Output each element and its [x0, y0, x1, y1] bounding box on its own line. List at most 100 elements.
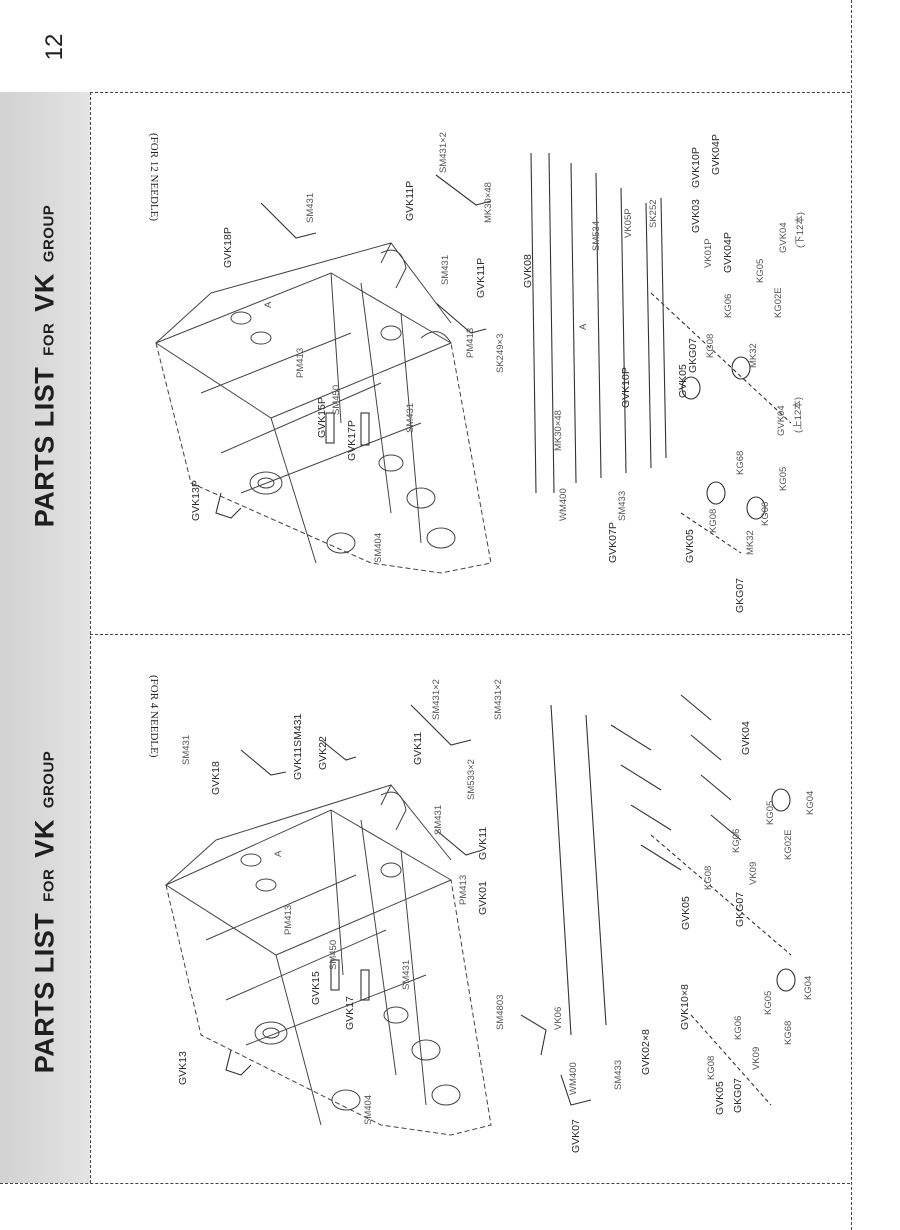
part-gvk18p: [260, 202, 317, 239]
part-gvk04p-bar: [530, 152, 537, 494]
cut-line-middle: [90, 634, 850, 635]
label-a-mark: A: [273, 850, 284, 857]
label-sm431-c: SM431: [405, 403, 416, 433]
label-sm431-c: SM431: [401, 960, 412, 990]
label-gvk11-b: GVK11: [477, 827, 489, 860]
label-gvk22: GVK22: [317, 736, 329, 770]
label-gkg07-b: GKG07: [734, 578, 746, 613]
housing-block-drawing: [164, 784, 492, 1136]
label-kg05-b: KG05: [763, 991, 774, 1015]
label-sk249x3: SK249×3: [495, 334, 506, 373]
label-gvk11-a: GVK11: [412, 732, 424, 765]
part-gvk03-bar: [570, 162, 577, 484]
label-gvk02x8: GVK02×8: [640, 1029, 652, 1075]
housing-block-drawing: [154, 242, 492, 574]
label-sm431-b: SM431: [440, 255, 451, 285]
label-gvk05-a: GVK05: [677, 364, 689, 398]
label-sm433: SM433: [613, 1060, 624, 1090]
label-sm534: SM534: [591, 221, 602, 251]
label-sm450: SM450: [328, 940, 339, 970]
label-sm431-a: SM431: [305, 193, 316, 223]
caption-12-needle: (FOR 12 NEEDLE): [148, 133, 160, 221]
parts-diagram-12-needle: (FOR 12 NEEDLE) GVK18P SM431 GVK11P SM43…: [148, 132, 806, 613]
label-gvk10p-b: GVK10P: [620, 367, 632, 408]
part-gvk01-edge: [585, 714, 607, 1026]
label-gvk13: GVK13: [177, 1051, 189, 1085]
section-title-band-12-needle: PARTS LIST FOR VK GROUP: [0, 92, 90, 634]
label-gvk10x8: GVK10×8: [679, 984, 691, 1030]
part-gvk13p: [215, 492, 242, 519]
label-kg04-a: KG04: [805, 791, 816, 815]
label-sm404: SM404: [373, 533, 384, 563]
title-group: GROUP: [40, 750, 58, 808]
label-mk30x48-b: MK30×48: [553, 410, 564, 451]
title-group-code: VK: [29, 273, 60, 312]
exploded-diagram-12-needle: (FOR 12 NEEDLE) GVK18P SM431 GVK11P SM43…: [91, 93, 851, 634]
part-gvk08-bar: [595, 172, 602, 479]
part-gvk13: [225, 1049, 252, 1076]
label-gkg07-b: GKG07: [732, 1078, 744, 1113]
label-pm413-a: PM413: [465, 328, 476, 358]
label-gvk17p: GVK17P: [346, 420, 358, 461]
label-vk09-a: VK09: [748, 862, 759, 885]
part-gvk11p-upper: [435, 174, 492, 206]
exploded-diagram-4-needle: (FOR 4 NEEDLE) SM431 GVK18 GVK11SM431 GV…: [91, 635, 851, 1183]
label-sm404: SM404: [363, 1095, 374, 1125]
label-kg02e: KG02E: [783, 829, 794, 860]
label-sm4803: SM4803: [495, 995, 506, 1030]
label-kg02e: KG02E: [773, 287, 784, 318]
label-kg08-b: KG08: [706, 1056, 717, 1080]
part-labels-4-needle: SM431 GVK18 GVK11SM431 GVK22 GVK11 SM431…: [177, 679, 816, 1153]
part-gvk17: [360, 969, 370, 1001]
label-sm431x2-a: SM431×2: [431, 679, 442, 720]
part-gvk10p-lower-bar: [660, 197, 667, 459]
label-mk30x48-a: MK30×48: [483, 182, 494, 223]
label-gvk07: GVK07: [570, 1119, 582, 1153]
title-group: GROUP: [40, 204, 58, 263]
parts-diagram-4-needle: (FOR 4 NEEDLE) SM431 GVK18 GVK11SM431 GV…: [148, 675, 816, 1153]
cut-line-left: [90, 92, 91, 1183]
label-sm431-a: SM431: [181, 735, 192, 765]
label-kg05-b: KG05: [778, 467, 789, 491]
label-gvk04p-b: GVK04P: [722, 232, 734, 273]
label-mk32-b: MK32: [745, 530, 756, 555]
label-gkg07-a: GKG07: [687, 338, 699, 373]
part-kg04-upper: [681, 376, 701, 400]
part-gvk07: [560, 1074, 592, 1106]
label-a-mark-b: A: [578, 323, 589, 330]
label-sm433: SM433: [617, 491, 628, 521]
label-gvk04: GVK04: [778, 222, 789, 253]
parts-drawing-4-needle: [225, 694, 796, 1106]
label-wm400: WM400: [558, 488, 569, 521]
part-gvk10-holders: [680, 694, 742, 841]
label-gvk18p: GVK18P: [222, 227, 234, 268]
label-sm431x2: SM431×2: [438, 132, 449, 173]
label-vk01p: VK01P: [703, 238, 714, 268]
part-gvk11-upper: [320, 739, 357, 761]
title-for: FOR: [40, 868, 58, 902]
caption-4-needle: (FOR 4 NEEDLE): [148, 675, 160, 758]
part-gvk22: [410, 704, 472, 746]
part-gvk15: [330, 959, 340, 991]
title-main: PARTS LIST: [29, 366, 60, 528]
part-gvk11p-lower: [435, 302, 487, 334]
title-main: PARTS LIST: [29, 912, 60, 1073]
label-vk09-b: VK09: [751, 1047, 762, 1070]
part-gvk15p: [325, 412, 335, 444]
label-kg06-b: KG06: [760, 502, 771, 526]
label-kg05-a: KG05: [765, 801, 776, 825]
label-kg08-a: KG08: [703, 866, 714, 890]
label-gvk15p: GVK15P: [316, 397, 328, 438]
label-sm431-b: SM431: [433, 805, 444, 835]
part-gvk17p: [360, 412, 370, 446]
label-sk252: SK252: [648, 199, 659, 228]
part-kg05-b: [746, 496, 766, 520]
part-vk06: [520, 1014, 547, 1056]
label-gvk10p-a: GVK10P: [690, 147, 702, 188]
label-vk06: VK06: [553, 1007, 564, 1030]
label-kg68: KG68: [783, 1021, 794, 1045]
label-gvk15: GVK15: [310, 971, 322, 1005]
label-kg06-a: KG06: [723, 294, 734, 318]
label-upper-12: (上12本): [792, 397, 804, 433]
label-mk32-a: MK32: [748, 343, 759, 368]
